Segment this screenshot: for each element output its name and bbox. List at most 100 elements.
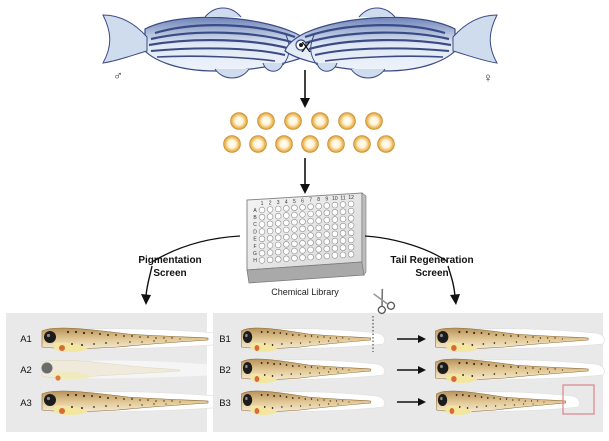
embryo — [353, 135, 371, 153]
plate-well — [347, 229, 355, 237]
plate-column-label: 10 — [332, 196, 338, 202]
plate-well — [307, 217, 314, 225]
embryo-group — [223, 112, 395, 153]
plate-well — [291, 233, 298, 240]
plate-well — [266, 206, 274, 213]
plate-well — [347, 207, 355, 215]
plate-well — [331, 209, 339, 216]
plate-well — [307, 232, 314, 239]
plate-well — [291, 226, 298, 233]
plate-well — [339, 208, 347, 215]
embryo — [230, 112, 248, 130]
plate-well — [339, 251, 347, 259]
plate-well — [315, 231, 322, 239]
plate-well — [339, 237, 347, 244]
plate-row-label: F — [253, 244, 256, 250]
plate-well — [283, 219, 290, 227]
plate-well — [323, 224, 330, 231]
plate-well — [291, 240, 298, 248]
plate-row-label: B — [253, 215, 257, 221]
plate-well — [266, 249, 274, 256]
plate-well — [291, 204, 298, 212]
plate-well — [275, 248, 282, 256]
row-label-b2: B2 — [219, 365, 231, 376]
plate-well — [275, 220, 282, 227]
plate-well — [331, 201, 339, 209]
plate-column-label: 8 — [317, 197, 320, 203]
plate-well — [299, 254, 306, 261]
row-label-a1: A1 — [20, 334, 32, 345]
arrow-b1 — [397, 335, 426, 343]
pigmentation-screen-label-line2: Screen — [153, 268, 186, 279]
embryo — [275, 135, 293, 153]
plate-row-label: E — [253, 237, 257, 243]
plate-well — [331, 216, 339, 223]
row-label-b3: B3 — [219, 398, 231, 409]
plate-well — [323, 209, 330, 217]
arrow-b3 — [397, 398, 426, 406]
plate-well — [347, 215, 355, 222]
arrow-embryos-to-plate — [300, 158, 310, 194]
plate-well — [323, 238, 330, 245]
embryo — [365, 112, 383, 130]
plate-well — [275, 227, 282, 234]
plate-well — [347, 251, 355, 258]
arrow-to-tail-panel — [447, 265, 460, 305]
plate-well — [258, 206, 266, 214]
plate-well — [299, 225, 306, 233]
plate-well — [307, 210, 314, 218]
connector-left — [151, 235, 241, 263]
plate-well — [266, 227, 274, 235]
plate-well — [258, 221, 266, 228]
pigmentation-screen-label: Pigmentation — [138, 255, 201, 266]
plate-well — [299, 247, 306, 254]
plate-column-label: 6 — [301, 198, 304, 204]
larva-a2-eye — [41, 362, 61, 381]
arrow-to-pigmentation-panel — [141, 265, 153, 305]
plate-well — [347, 243, 355, 251]
plate-column-label: 11 — [340, 196, 345, 202]
female-symbol: ♀ — [483, 70, 493, 85]
plate-well — [275, 241, 282, 249]
plate-well — [315, 246, 322, 253]
plate-well — [331, 237, 339, 245]
plate-column-label: 5 — [293, 199, 296, 205]
row-label-a3: A3 — [20, 398, 32, 409]
plate-well — [266, 235, 274, 242]
tail-regeneration-screen-label: Tail Regeneration — [390, 255, 473, 266]
plate-well — [283, 234, 290, 241]
plate-well — [323, 245, 330, 253]
plate-well — [339, 230, 347, 237]
plate-well — [347, 236, 355, 244]
plate-well — [347, 222, 355, 229]
plate-well — [266, 256, 274, 263]
plate-well — [283, 205, 290, 212]
plate-well — [315, 210, 322, 217]
plate-well — [323, 252, 330, 260]
plate-row-label: D — [253, 229, 257, 235]
embryo — [284, 112, 302, 130]
plate-well — [323, 216, 330, 224]
plate-column-label: 12 — [348, 195, 354, 201]
plate-well — [291, 247, 298, 255]
plate-well — [299, 232, 306, 240]
plate-well — [291, 211, 298, 219]
scissors-icon — [373, 288, 396, 315]
plate-column-label: 7 — [309, 198, 312, 204]
plate-wells — [258, 200, 355, 264]
embryo — [311, 112, 329, 130]
plate-column-label: 1 — [261, 201, 264, 207]
plate-well — [291, 255, 298, 262]
plate-row-label: H — [253, 258, 257, 264]
plate-well — [323, 202, 330, 209]
plate-well — [266, 242, 274, 249]
plate-well — [266, 220, 274, 228]
embryo — [249, 135, 267, 153]
plate-well — [307, 239, 314, 246]
plate-well — [299, 204, 306, 211]
female-zebrafish — [283, 6, 499, 80]
row-label-a2: A2 — [20, 365, 32, 376]
